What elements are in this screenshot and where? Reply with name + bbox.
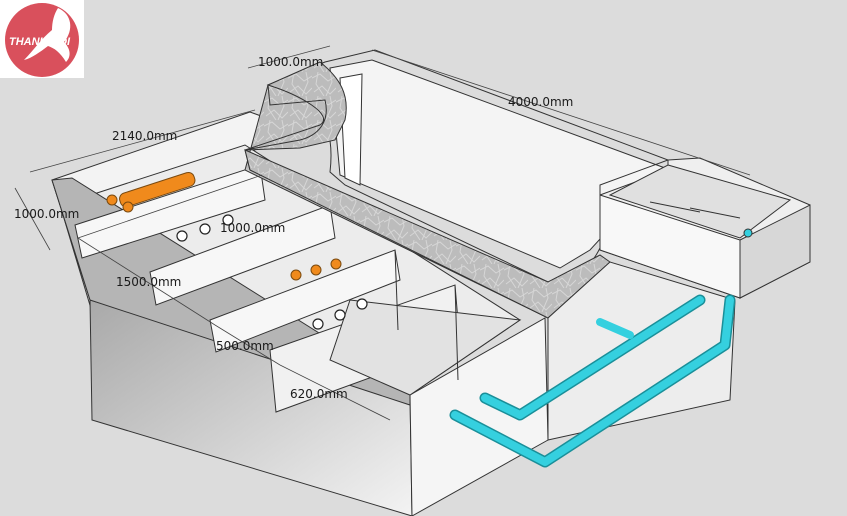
dim-label-1500: 1500.0mm (116, 275, 181, 289)
koi-fish-icon (24, 8, 71, 62)
dim-line-1000-top (247, 45, 331, 69)
dim-line-2140 (29, 109, 256, 173)
skimmer-box (599, 157, 811, 299)
dimension-lines (14, 45, 751, 421)
hole-icon (334, 309, 346, 321)
inner-edge-2 (394, 249, 399, 331)
brush-cap-1 (106, 194, 118, 206)
dim-line-1000-left (14, 187, 51, 251)
hole-icon (312, 318, 324, 330)
filter-box (51, 111, 549, 516)
dim-label-1000-top: 1000.0mm (258, 55, 323, 69)
dim-label-2140: 2140.0mm (112, 129, 177, 143)
brush-cap-2 (122, 201, 134, 213)
skimmer-baffle (649, 201, 701, 213)
dim-line-4000 (371, 49, 751, 176)
filter-brushes (106, 171, 342, 281)
dim-label-500: 500.0mm (216, 339, 274, 353)
dim-line-1500 (77, 237, 216, 326)
thanh-koi-logo: THANH KOI (0, 0, 84, 78)
divider-2 (149, 204, 336, 306)
skimmer-top-opening (608, 164, 792, 239)
dim-line-1000-mid (77, 174, 263, 239)
skimmer-baffle (689, 207, 741, 219)
dimension-labels: 4000.0mm 1000.0mm 2140.0mm 1000.0mm 1000… (14, 55, 573, 401)
dim-label-1000-mid: 1000.0mm (220, 221, 285, 235)
divider-holes (176, 214, 368, 330)
brush-set-1 (119, 171, 196, 208)
skimmer-side (739, 204, 811, 299)
pipe-upper (481, 296, 704, 419)
brush-cap-4 (310, 264, 322, 276)
dim-line-500 (214, 324, 281, 366)
pond-inner-wall (329, 59, 666, 269)
hole-icon (176, 230, 188, 242)
pond-rim-curve (244, 84, 327, 151)
hole-icon (356, 298, 368, 310)
divider-1 (74, 164, 266, 259)
dim-label-620: 620.0mm (290, 387, 348, 401)
dim-line-620 (279, 364, 391, 421)
dim-label-4000: 4000.0mm (508, 95, 573, 109)
logo-text: THANH KOI (9, 36, 71, 48)
hole-icon (199, 223, 211, 235)
skimmer-outlet-icon (743, 228, 753, 238)
dim-label-1000-left: 1000.0mm (14, 207, 79, 221)
hole-icon (222, 214, 234, 226)
divider-3 (209, 249, 401, 353)
inner-edge-1 (454, 284, 459, 381)
brush-cap-5 (330, 258, 342, 270)
brush-cap-3 (290, 269, 302, 281)
pipe-lower (451, 296, 734, 466)
pipes (449, 294, 736, 468)
last-chamber-floor (329, 299, 522, 396)
pipe-tee (596, 318, 634, 339)
